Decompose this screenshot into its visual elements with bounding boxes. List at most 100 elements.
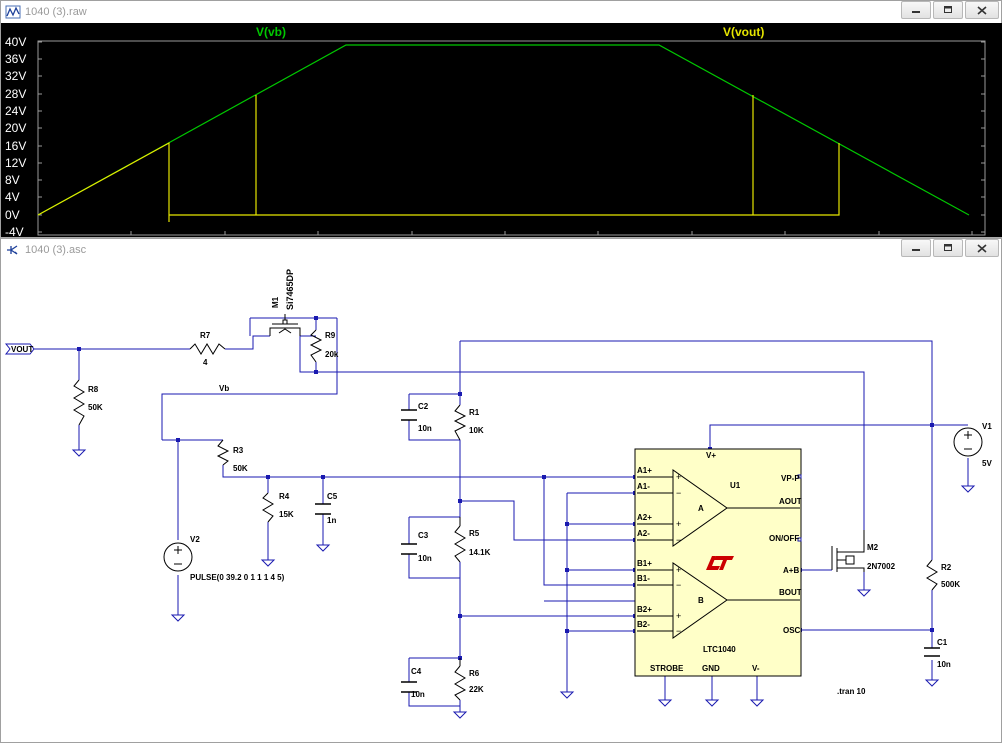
- r7-ref: R7: [200, 331, 211, 340]
- r1-value: 10K: [469, 426, 484, 435]
- svg-text:+: +: [676, 519, 681, 529]
- waveform-titlebar[interactable]: 1040 (3).raw: [1, 1, 1001, 23]
- component-labels: R7 4 M1 Si7465DP R9 20k R8 50K Vb R3 50K…: [88, 269, 992, 699]
- y-tick-label: 40V: [5, 35, 26, 49]
- close-button[interactable]: [965, 239, 999, 257]
- c2-ref: C2: [418, 402, 429, 411]
- capacitor-symbols: [315, 409, 940, 693]
- c3-value: 10n: [418, 554, 432, 563]
- trace-label-vout[interactable]: V(vout): [723, 25, 764, 39]
- y-tick-label: 0V: [5, 208, 20, 222]
- pin-a2m: A2-: [637, 529, 650, 538]
- v1-ref: V1: [982, 422, 992, 431]
- y-tick-label: 20V: [5, 121, 26, 135]
- r3-value: 50K: [233, 464, 248, 473]
- r9-value: 20k: [325, 350, 339, 359]
- r9-ref: R9: [325, 331, 336, 340]
- pin-strobe: STROBE: [650, 664, 684, 673]
- u1-ref: U1: [730, 481, 741, 490]
- schematic-window-title: 1040 (3).asc: [25, 244, 87, 256]
- resistor-symbols: [73, 329, 938, 701]
- minimize-button[interactable]: [901, 1, 931, 19]
- pin-gnd: GND: [702, 664, 720, 673]
- pin-aout: AOUT: [779, 497, 802, 506]
- maximize-button[interactable]: [933, 1, 963, 19]
- r6-value: 22K: [469, 685, 484, 694]
- r5-ref: R5: [469, 529, 480, 538]
- tran-directive: .tran 10: [837, 687, 866, 696]
- y-tick-label: 8V: [5, 173, 20, 187]
- r8-ref: R8: [88, 385, 99, 394]
- c3-ref: C3: [418, 531, 429, 540]
- m2-mosfet[interactable]: [831, 530, 865, 572]
- u1-part: LTC1040: [703, 645, 736, 654]
- c2-value: 10n: [418, 424, 432, 433]
- minimize-button[interactable]: [901, 239, 931, 257]
- pin-b2p: B2+: [637, 605, 652, 614]
- y-tick-label: 36V: [5, 52, 26, 66]
- waveform-plot[interactable]: 40V 36V 32V 28V 24V 20V 16V 12V 8V 4V 0V…: [1, 23, 1002, 237]
- y-tick-label: 28V: [5, 87, 26, 101]
- close-button[interactable]: [965, 1, 999, 19]
- pin-vminus: V-: [752, 664, 760, 673]
- c5-value: 1n: [327, 516, 336, 525]
- linear-technology-logo: [706, 556, 734, 570]
- schematic-window[interactable]: 1040 (3).asc: [0, 238, 1002, 743]
- trace-vout: [37, 95, 840, 222]
- r4-ref: R4: [279, 492, 290, 501]
- trace-label-vb[interactable]: V(vb): [256, 25, 286, 39]
- y-tick-label: 12V: [5, 156, 26, 170]
- c1-ref: C1: [937, 638, 948, 647]
- trace-vb: [37, 44, 970, 216]
- r1-ref: R1: [469, 408, 480, 417]
- y-tick-label: -4V: [5, 225, 24, 237]
- waveform-app-icon: [5, 5, 21, 19]
- wires: [34, 317, 969, 712]
- vout-net-label[interactable]: VOUT: [4, 343, 35, 355]
- waveform-window-title: 1040 (3).raw: [25, 6, 87, 18]
- ltc1040-chip[interactable]: +− +− +− +−: [634, 448, 802, 677]
- m2-model: 2N7002: [867, 562, 896, 571]
- pin-vpp: VP-P: [781, 474, 800, 483]
- r7-value: 4: [203, 358, 208, 367]
- pin-vplus: V+: [706, 451, 716, 460]
- pin-b2m: B2-: [637, 620, 650, 629]
- junctions: [77, 316, 934, 660]
- r6-ref: R6: [469, 669, 480, 678]
- svg-text:−: −: [676, 626, 681, 636]
- pin-b1p: B1+: [637, 559, 652, 568]
- v2-source[interactable]: [163, 542, 193, 572]
- v1-source[interactable]: [953, 427, 983, 457]
- y-tick-label: 24V: [5, 104, 26, 118]
- svg-text:−: −: [676, 580, 681, 590]
- vb-net-label: Vb: [219, 384, 229, 393]
- v2-value: PULSE(0 39.2 0 1 1 1 4 5): [190, 573, 285, 582]
- pin-bout: BOUT: [779, 588, 802, 597]
- ground-symbols: [71, 449, 976, 719]
- m1-ref: M1: [271, 296, 280, 308]
- pin-osc: OSC: [783, 626, 801, 635]
- svg-text:+: +: [676, 472, 681, 482]
- plot-frame: [37, 40, 986, 236]
- pin-b1m: B1-: [637, 574, 650, 583]
- c4-value: 10n: [411, 690, 425, 699]
- v2-ref: V2: [190, 535, 200, 544]
- maximize-button[interactable]: [933, 239, 963, 257]
- v1-value: 5V: [982, 459, 992, 468]
- y-tick-label: 4V: [5, 190, 20, 204]
- pin-a1m: A1-: [637, 482, 650, 491]
- pin-a2p: A2+: [637, 513, 652, 522]
- c4-ref: C4: [411, 667, 422, 676]
- y-tick-label: 16V: [5, 139, 26, 153]
- y-axis: 40V 36V 32V 28V 24V 20V 16V 12V 8V 4V 0V…: [5, 35, 26, 237]
- c5-ref: C5: [327, 492, 338, 501]
- m1-model: Si7465DP: [285, 269, 295, 310]
- y-tick-label: 32V: [5, 69, 26, 83]
- r8-value: 50K: [88, 403, 103, 412]
- waveform-window[interactable]: 1040 (3).raw 40V 36V 32V 28V 24V 20V 16V…: [0, 0, 1002, 237]
- svg-text:−: −: [676, 488, 681, 498]
- m1-mosfet[interactable]: [269, 314, 301, 336]
- r2-value: 500K: [941, 580, 960, 589]
- schematic-titlebar[interactable]: 1040 (3).asc: [1, 239, 1001, 261]
